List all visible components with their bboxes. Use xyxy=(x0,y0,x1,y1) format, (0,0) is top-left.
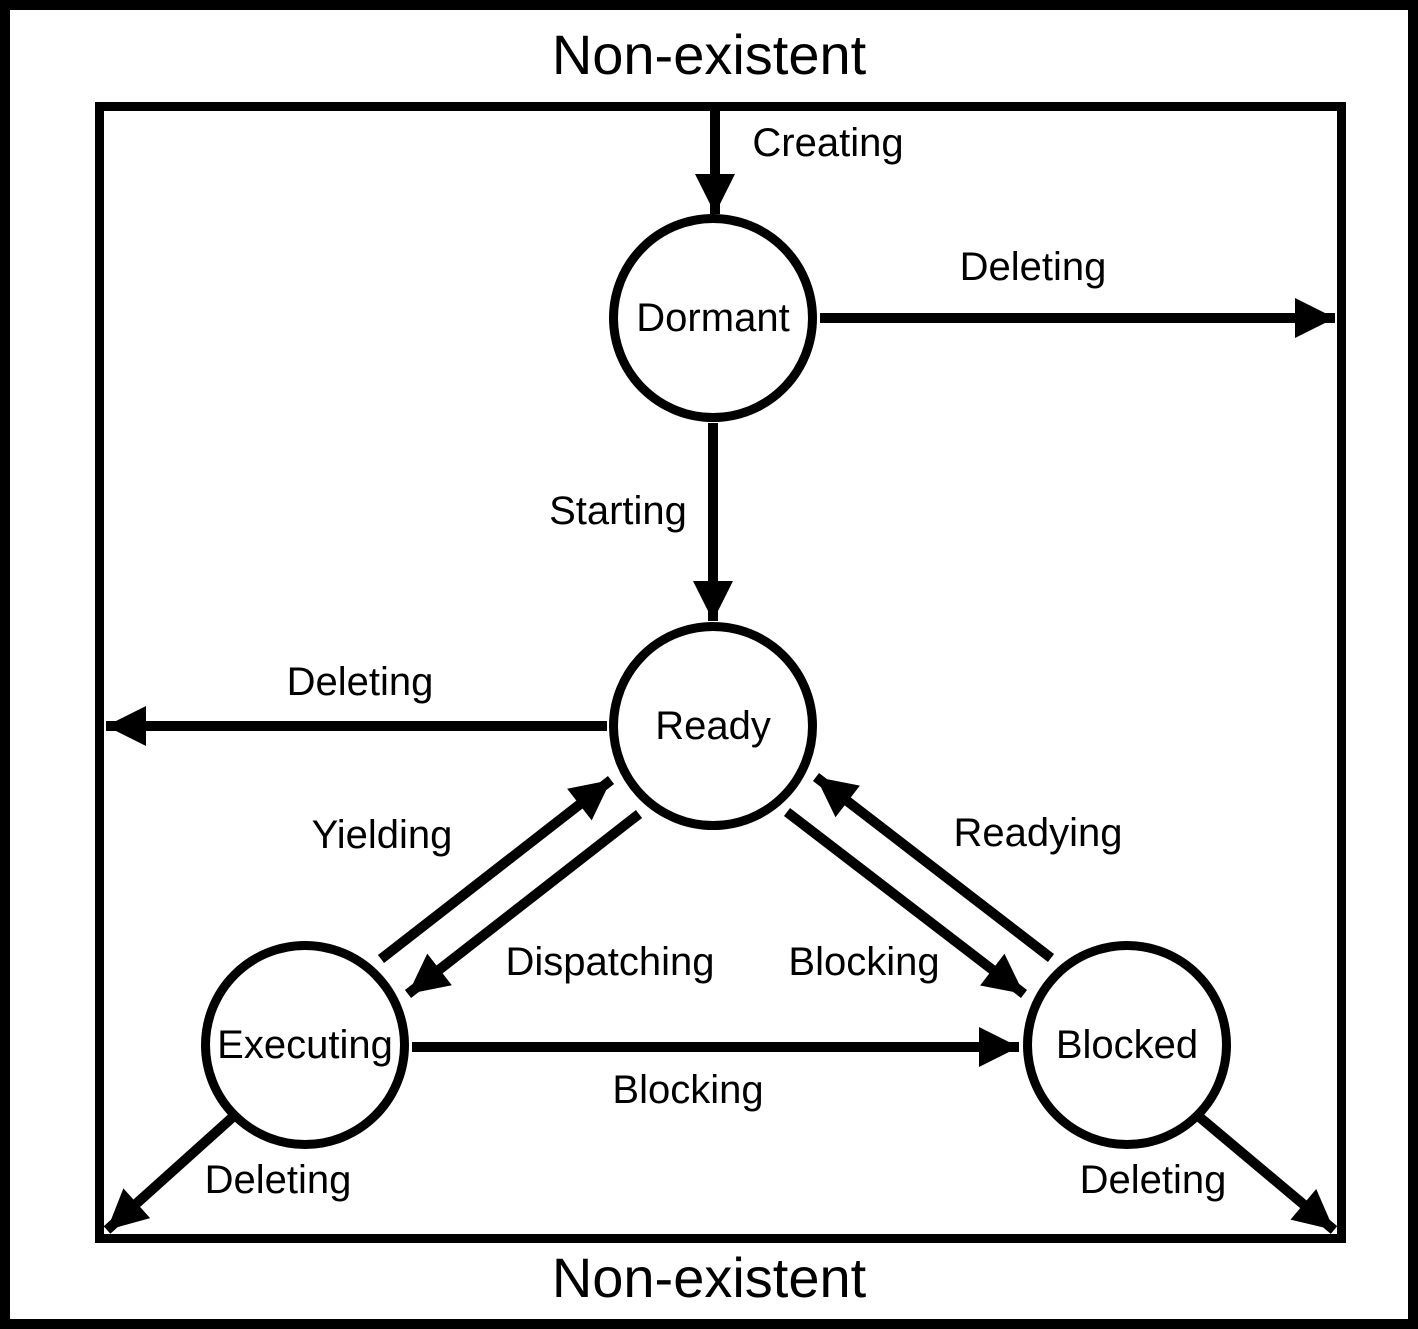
state-ready: Ready xyxy=(609,622,817,830)
transition-label-dispatching: Dispatching xyxy=(505,940,715,984)
state-ready-label: Ready xyxy=(655,704,771,748)
transition-arrow-layer xyxy=(103,111,1338,1234)
transition-label-deleting-ready: Deleting xyxy=(286,660,434,704)
arrow-deleting-executing xyxy=(103,1111,239,1234)
arrow-readying xyxy=(812,773,1055,962)
state-blocked-label: Blocked xyxy=(1055,1023,1199,1067)
state-dormant: Dormant xyxy=(609,214,817,422)
transition-label-readying: Readying xyxy=(953,811,1123,855)
transition-label-yielding: Yielding xyxy=(311,813,453,857)
transition-label-blocking-executing: Blocking xyxy=(612,1068,764,1112)
transition-label-starting: Starting xyxy=(549,489,687,533)
state-blocked: Blocked xyxy=(1023,941,1231,1149)
transition-label-blocking-ready: Blocking xyxy=(788,940,940,984)
state-executing-label: Executing xyxy=(217,1023,393,1067)
state-dormant-label: Dormant xyxy=(636,296,790,340)
arrow-blocking-ready xyxy=(783,808,1028,998)
arrow-deleting-blocked xyxy=(1193,1111,1338,1234)
arrow-yielding xyxy=(377,776,615,963)
transition-label-deleting-dormant: Deleting xyxy=(959,245,1107,289)
state-executing: Executing xyxy=(201,941,409,1149)
transition-label-deleting-blocked: Deleting xyxy=(1079,1158,1227,1202)
transition-label-deleting-executing: Deleting xyxy=(204,1158,352,1202)
nonexistent-label-bottom: Non-existent xyxy=(551,1246,867,1309)
system-boundary-rectangle xyxy=(95,102,1346,1243)
nonexistent-label-top: Non-existent xyxy=(551,23,867,86)
transition-label-creating: Creating xyxy=(752,121,904,165)
arrow-dispatching xyxy=(404,810,643,998)
